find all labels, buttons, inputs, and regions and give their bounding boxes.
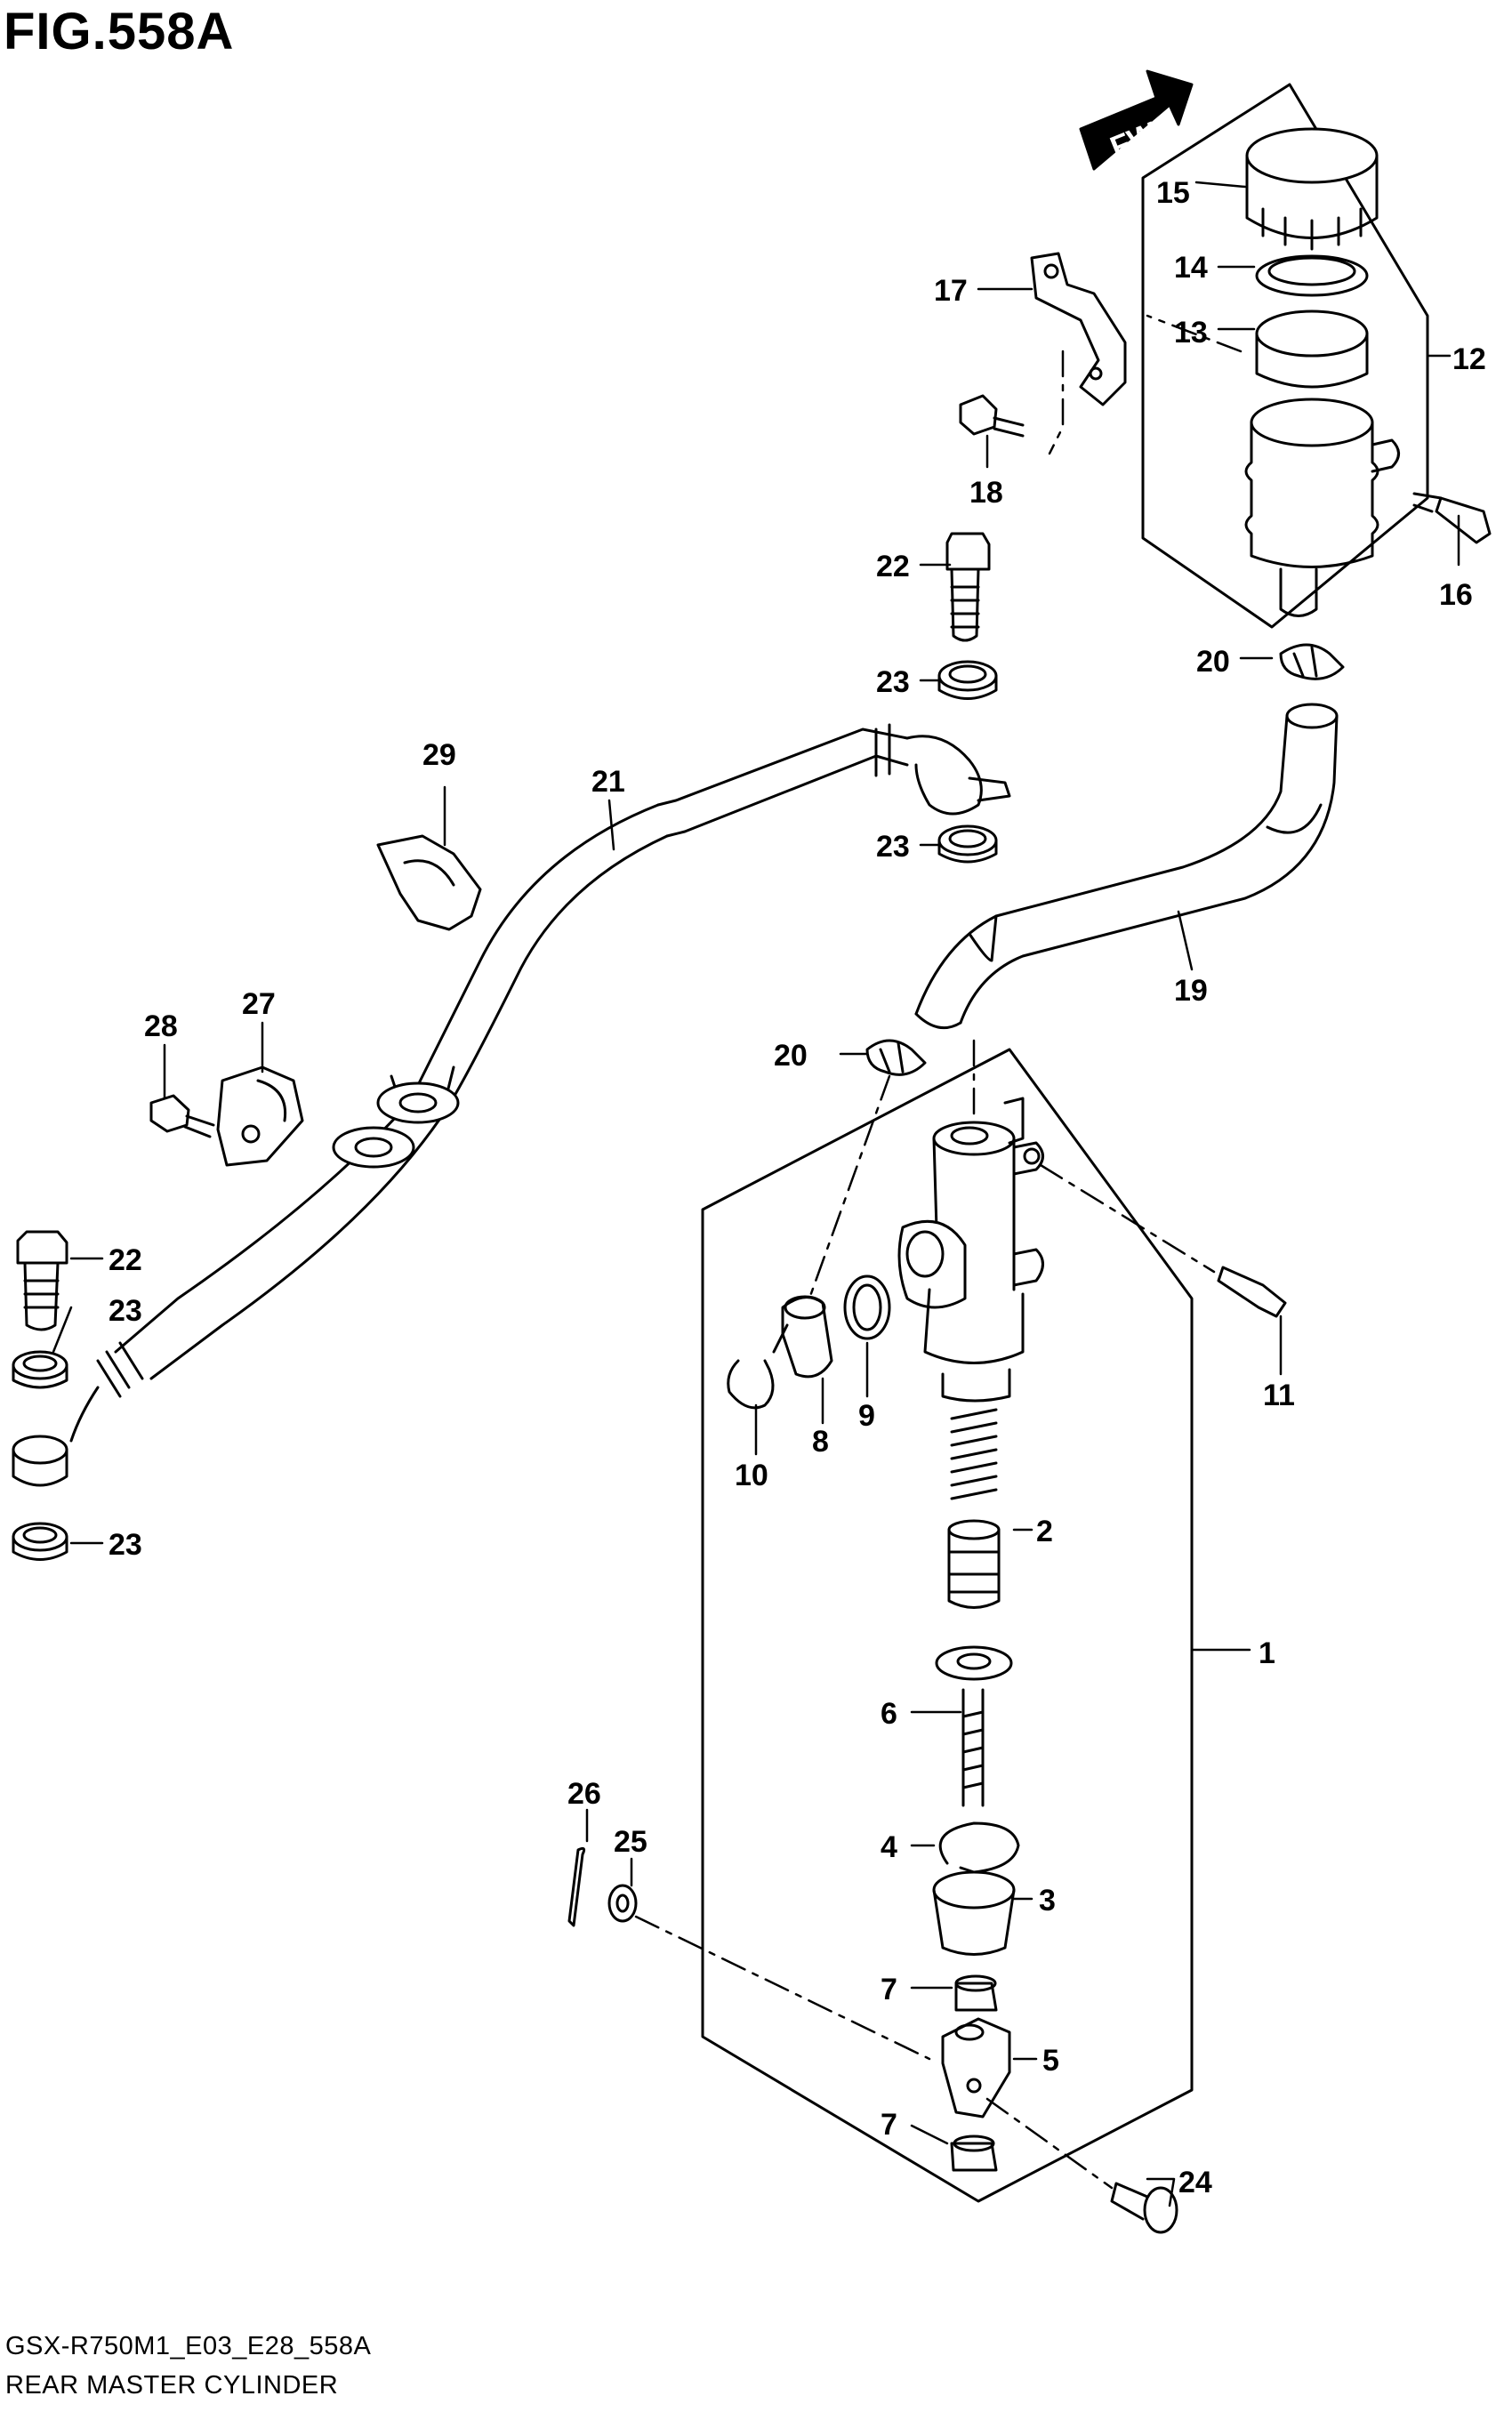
fwd-arrow-icon <box>1079 69 1194 171</box>
banjo-bolt-22-upper <box>945 532 991 642</box>
reservoir-box-outline <box>1141 83 1429 629</box>
callout-26: 26 <box>567 1777 601 1811</box>
callout-8: 8 <box>812 1425 829 1459</box>
figure-caption: REAR MASTER CYLINDER <box>5 2371 339 2400</box>
banjo-bolt-22-lower <box>16 1230 68 1331</box>
callout-22-upper: 22 <box>876 550 910 583</box>
model-code: GSX-R750M1_E03_E28_558A <box>5 2332 372 2360</box>
boot-3 <box>932 1870 1016 1956</box>
callout-7-lower: 7 <box>881 2108 897 2142</box>
callout-3: 3 <box>1039 1884 1056 1918</box>
assembly-dash-lines <box>634 314 1243 2190</box>
hose-clamp-29 <box>376 834 482 931</box>
master-cylinder-box-outline <box>701 1048 1194 2203</box>
bracket-17 <box>1030 252 1127 406</box>
callout-12: 12 <box>1452 342 1486 376</box>
circlip-4 <box>938 1821 1020 1874</box>
callout-23-d: 23 <box>109 1528 142 1562</box>
callout-23-a: 23 <box>876 665 910 699</box>
callout-14: 14 <box>1174 251 1208 285</box>
inlet-joint-8 <box>772 1295 833 1379</box>
washer-25 <box>607 1884 638 1923</box>
callout-20-upper: 20 <box>1196 645 1230 679</box>
callout-29: 29 <box>422 738 456 772</box>
callout-13: 13 <box>1174 316 1208 350</box>
hose-clip-20-upper <box>1279 643 1345 680</box>
washer-23-b <box>937 824 998 864</box>
callout-23-b: 23 <box>876 830 910 864</box>
nut-7-upper <box>954 1974 998 2012</box>
diaphragm-13 <box>1255 310 1369 389</box>
callout-20-lower: 20 <box>774 1039 808 1073</box>
callout-17: 17 <box>934 274 968 308</box>
callout-6: 6 <box>881 1697 897 1731</box>
callout-19: 19 <box>1174 974 1208 1008</box>
washer-23-d <box>12 1522 68 1561</box>
nut-7-lower <box>950 2135 998 2172</box>
callout-5: 5 <box>1042 2044 1059 2078</box>
callout-23-c: 23 <box>109 1294 142 1328</box>
callout-16: 16 <box>1439 578 1473 612</box>
callout-18: 18 <box>969 476 1003 510</box>
callout-21: 21 <box>591 765 625 799</box>
bolt-28 <box>149 1094 215 1138</box>
banjo-fitting-upper <box>905 735 1011 816</box>
callout-numbers: 15 14 13 12 16 17 18 22 23 23 20 19 20 2… <box>109 176 1486 2199</box>
master-cylinder-body <box>897 1097 1044 1403</box>
washer-23-c <box>12 1350 68 1389</box>
callout-28: 28 <box>144 1009 178 1043</box>
banjo-fitting-lower <box>12 1435 68 1487</box>
callout-2: 2 <box>1036 1515 1053 1548</box>
hose-clip-20-lower <box>865 1039 927 1076</box>
figure-title: FIG.558A <box>4 3 235 60</box>
hose-grommet-upper <box>376 1081 460 1124</box>
clevis-pin-24 <box>1110 2182 1178 2234</box>
clamp-27 <box>216 1065 304 1167</box>
cotter-pin-26 <box>567 1846 586 1927</box>
clevis-5 <box>941 2017 1011 2119</box>
callout-4: 4 <box>881 1830 897 1864</box>
hose-grommet-lower <box>332 1126 415 1169</box>
callout-15: 15 <box>1156 176 1190 210</box>
callout-24: 24 <box>1178 2166 1212 2199</box>
diaphragm-plate-14 <box>1255 254 1369 297</box>
washer-23-a <box>937 660 998 700</box>
o-ring-9 <box>843 1274 891 1340</box>
piston-spring-2 <box>947 1408 1001 1609</box>
callout-25: 25 <box>614 1825 647 1859</box>
reservoir-cap-15 <box>1245 127 1379 251</box>
circlip-10 <box>727 1359 775 1410</box>
screw-16 <box>1412 492 1492 544</box>
callout-7-upper: 7 <box>881 1973 897 2006</box>
reservoir-hose-19 <box>914 703 1339 1030</box>
reservoir-body <box>1244 398 1400 617</box>
screw-11 <box>1217 1266 1287 1318</box>
leader-lines <box>52 181 1460 2207</box>
bolt-18 <box>959 394 1025 438</box>
push-rod-6 <box>935 1645 1013 1807</box>
callout-22-lower: 22 <box>109 1243 142 1277</box>
callout-10: 10 <box>735 1459 768 1492</box>
callout-9: 9 <box>858 1399 875 1433</box>
callout-27: 27 <box>242 987 276 1021</box>
callout-1: 1 <box>1259 1636 1275 1670</box>
callout-11: 11 <box>1263 1379 1295 1412</box>
